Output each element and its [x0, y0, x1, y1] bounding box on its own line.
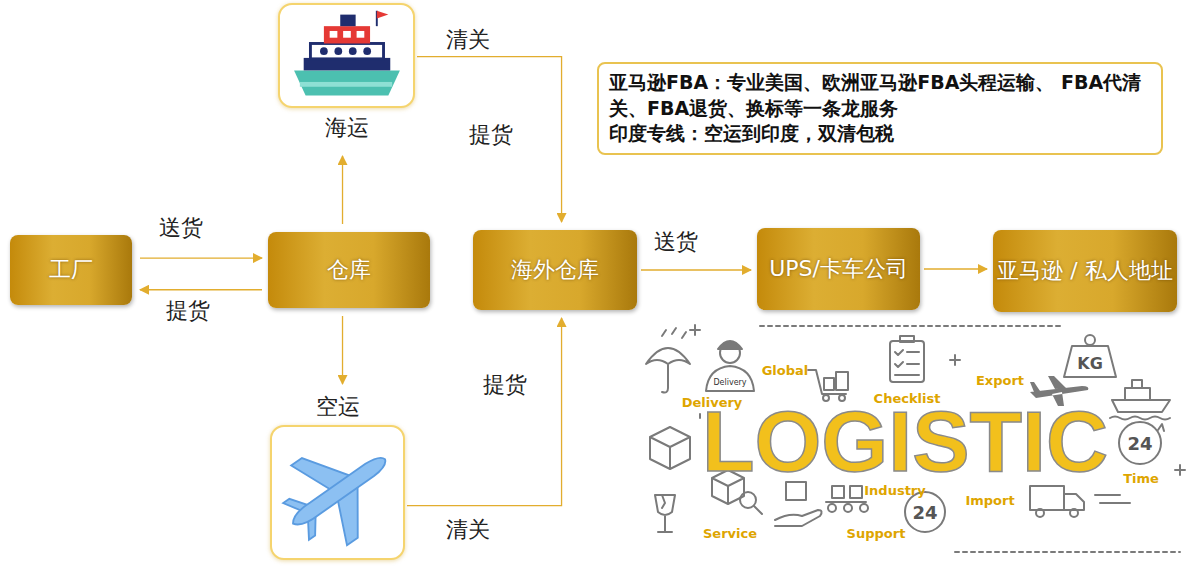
ship-picture [294, 11, 400, 96]
box-label: 印度专线：空运到印度，双清包税 [609, 121, 1151, 147]
box-label: 仓库 [327, 256, 371, 285]
flow-arrow [924, 268, 987, 269]
process-box: UPS/卡车公司 [757, 228, 920, 310]
person-body [706, 366, 754, 391]
logo-word: LOGISTIC [702, 398, 1108, 484]
arrow-label: 清关 [444, 25, 492, 55]
box-label: 亚马逊FBA：专业美国、欧洲亚马逊FBA头程运输、 FBA代清关、FBA退货、换… [609, 70, 1151, 121]
logistics-icons [646, 325, 1185, 552]
flow-arrow [417, 57, 562, 222]
conveyor-roller [844, 504, 852, 512]
person-cap [718, 341, 742, 349]
truck-cab [1064, 494, 1130, 510]
transport-box: 海运 [278, 3, 415, 148]
flow-label: 提货 [483, 370, 527, 400]
cart-box [836, 372, 848, 390]
wave-line [1110, 417, 1170, 420]
icon-label: Industry [864, 483, 926, 498]
phone-number: 24 [912, 502, 937, 523]
box-label: 海外仓库 [511, 256, 599, 285]
conveyor-belt [826, 501, 866, 503]
arrow-label: 送货 [652, 227, 700, 257]
icon-label: Import [965, 493, 1014, 508]
magnifier [740, 492, 756, 508]
clipboard-clip [900, 336, 914, 342]
truck-icon [1030, 486, 1064, 510]
dashed-line [700, 326, 1180, 552]
process-box: 海外仓库 [473, 230, 637, 310]
plane-picture [272, 427, 403, 558]
umbrella-icon [646, 328, 690, 393]
plane-picture [272, 427, 403, 558]
arrow-label: 提货 [164, 296, 212, 326]
clock-icon [1119, 422, 1161, 464]
weight-icon [1064, 346, 1116, 377]
ship-frame [278, 3, 415, 108]
flow-arrow [641, 269, 751, 270]
process-box: 亚马逊 / 私人地址 [993, 230, 1177, 312]
arrow-label: 送货 [157, 213, 205, 243]
conveyor-roller [828, 504, 836, 512]
icon-label: Export [976, 373, 1024, 388]
info-box: 亚马逊FBA：专业美国、欧洲亚马逊FBA头程运输、 FBA代清关、FBA退货、换… [597, 62, 1163, 155]
box-label: 空运 [270, 392, 405, 422]
flow-label: 提货 [469, 120, 513, 150]
cart-box [824, 378, 834, 390]
icon-label: Delivery [682, 395, 743, 410]
box-label: 亚马逊 / 私人地址 [997, 257, 1172, 286]
transport-box: 空运 [270, 390, 405, 560]
flow-arrow [342, 156, 343, 224]
box-label: 工厂 [49, 256, 93, 285]
cap-text: Delivery [713, 378, 746, 387]
icon-label: Support [847, 526, 906, 541]
flow-arrow [407, 318, 562, 506]
process-box: 仓库 [268, 232, 430, 308]
conveyor-box [832, 486, 844, 498]
conveyor-roller [860, 504, 868, 512]
hand-icon [775, 510, 822, 526]
weight-ring [1085, 335, 1095, 345]
flow-arrow [342, 316, 343, 384]
icon-label: Service [703, 526, 757, 541]
box-label: UPS/卡车公司 [769, 255, 908, 284]
glass-icon [655, 495, 675, 532]
plane-frame [270, 425, 405, 560]
truck-wheel [1036, 509, 1044, 517]
phone-icon [905, 492, 945, 532]
icon-label: Time [1123, 471, 1159, 486]
conveyor-box [850, 486, 862, 498]
icon-label: Global [762, 363, 809, 378]
flow-arrow [140, 289, 262, 290]
truck-wheel [1070, 509, 1078, 517]
clock-arrow [1158, 424, 1164, 431]
process-box: 工厂 [10, 235, 132, 305]
arrow-label: 清关 [444, 515, 492, 545]
check-marks [895, 350, 919, 375]
flow-arrow [140, 257, 262, 258]
clock-number: 24 [1127, 433, 1152, 454]
box-icon [650, 427, 690, 469]
icon-label: Checklist [874, 391, 941, 406]
weight-text: KG [1077, 354, 1103, 373]
clipboard-icon [890, 341, 924, 382]
hand-box [786, 482, 806, 500]
ship-icon [1112, 380, 1170, 412]
ship-picture [280, 5, 413, 106]
box-label: 海运 [278, 113, 415, 143]
